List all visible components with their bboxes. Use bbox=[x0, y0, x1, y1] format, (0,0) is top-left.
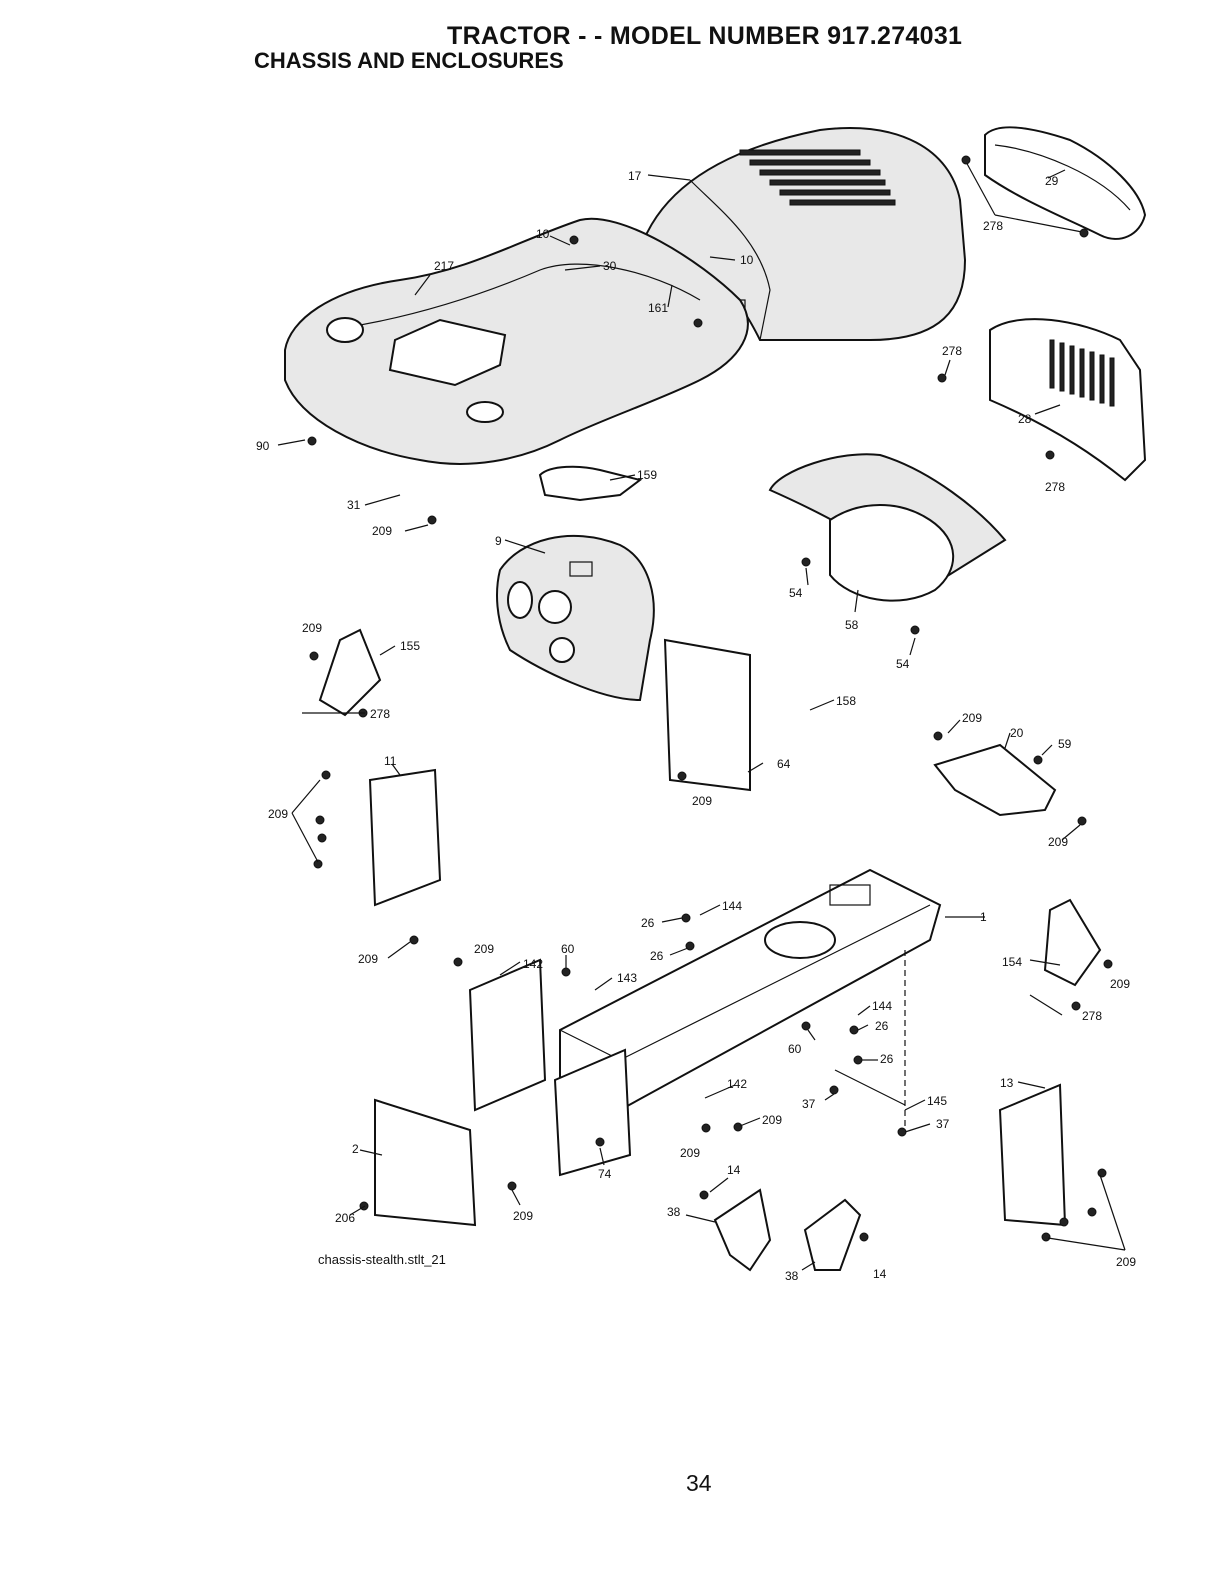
callout-26d: 26 bbox=[880, 1052, 894, 1066]
callout-209c: 209 bbox=[962, 711, 982, 725]
section-title: CHASSIS AND ENCLOSURES bbox=[254, 48, 564, 73]
callout-37b: 37 bbox=[936, 1117, 950, 1131]
callout-58: 58 bbox=[845, 618, 859, 632]
callout-209f: 209 bbox=[1048, 835, 1068, 849]
callout-90: 90 bbox=[256, 439, 270, 453]
callout-11: 11 bbox=[384, 754, 397, 768]
callout-142a: 142 bbox=[523, 957, 543, 971]
callout-1: 1 bbox=[980, 910, 987, 924]
callout-14a: 14 bbox=[727, 1163, 741, 1177]
callout-144a: 144 bbox=[722, 899, 742, 913]
plate-part-20 bbox=[933, 743, 1057, 817]
side-plate-part-142a bbox=[468, 958, 547, 1112]
callout-158: 158 bbox=[836, 694, 856, 708]
grille-part-29 bbox=[984, 126, 1147, 240]
callout-209j: 209 bbox=[762, 1113, 782, 1127]
callout-37a: 37 bbox=[802, 1097, 816, 1111]
callout-209l: 209 bbox=[513, 1209, 533, 1223]
page-title: TRACTOR - - MODEL NUMBER 917.274031 bbox=[447, 22, 963, 50]
callout-209a: 209 bbox=[372, 524, 392, 538]
callout-9: 9 bbox=[495, 534, 502, 548]
callout-209h: 209 bbox=[474, 942, 494, 956]
dash-panel-part-9 bbox=[496, 534, 655, 702]
bracket-part-155 bbox=[318, 628, 382, 717]
callout-14b: 14 bbox=[873, 1267, 887, 1281]
hood-part-17 bbox=[638, 127, 967, 341]
bracket-part-38b bbox=[803, 1198, 862, 1271]
plate-part-11 bbox=[368, 768, 442, 907]
callout-60a: 60 bbox=[561, 942, 575, 956]
cup-part-159 bbox=[538, 465, 643, 502]
callout-217: 217 bbox=[434, 259, 454, 273]
callout-38b: 38 bbox=[785, 1269, 799, 1283]
callout-26b: 26 bbox=[650, 949, 664, 963]
callout-144b: 144 bbox=[872, 999, 892, 1013]
callout-26c: 26 bbox=[875, 1019, 889, 1033]
bracket-part-64 bbox=[663, 638, 751, 792]
grille-part-28 bbox=[989, 318, 1147, 482]
callout-278b: 278 bbox=[942, 344, 962, 358]
callout-145: 145 bbox=[927, 1094, 947, 1108]
callout-30: 30 bbox=[603, 259, 617, 273]
callout-31: 31 bbox=[347, 498, 361, 512]
callout-74: 74 bbox=[598, 1167, 612, 1181]
callout-209k: 209 bbox=[680, 1146, 700, 1160]
page-number: 34 bbox=[686, 1470, 712, 1496]
callout-60b: 60 bbox=[788, 1042, 802, 1056]
callout-155: 155 bbox=[400, 639, 420, 653]
callout-209d: 209 bbox=[692, 794, 712, 808]
callout-54b: 54 bbox=[896, 657, 910, 671]
callout-209i: 209 bbox=[1110, 977, 1130, 991]
fender-part-30 bbox=[284, 217, 749, 465]
callout-64: 64 bbox=[777, 757, 791, 771]
callout-278a: 278 bbox=[983, 219, 1003, 233]
callout-209e: 209 bbox=[268, 807, 288, 821]
front-bracket-part-2 bbox=[374, 1098, 477, 1227]
callout-38a: 38 bbox=[667, 1205, 681, 1219]
callout-278d: 278 bbox=[370, 707, 390, 721]
callout-20: 20 bbox=[1010, 726, 1024, 740]
callout-154: 154 bbox=[1002, 955, 1022, 969]
figure-caption: chassis-stealth.stlt_21 bbox=[318, 1252, 446, 1267]
main-frame-part-1 bbox=[559, 868, 942, 1112]
callout-10b: 10 bbox=[740, 253, 754, 267]
callout-28: 28 bbox=[1018, 412, 1032, 426]
callout-206: 206 bbox=[335, 1211, 355, 1225]
bracket-part-38a bbox=[713, 1188, 772, 1272]
bracket-part-154 bbox=[1043, 898, 1102, 987]
callout-2: 2 bbox=[352, 1142, 359, 1156]
callout-161: 161 bbox=[648, 301, 668, 315]
callout-209g: 209 bbox=[358, 952, 378, 966]
seat-pan-part-58 bbox=[768, 453, 1007, 602]
callout-54a: 54 bbox=[789, 586, 803, 600]
callout-17: 17 bbox=[628, 169, 642, 183]
plate-part-13 bbox=[998, 1083, 1067, 1227]
callout-159: 159 bbox=[637, 468, 657, 482]
callout-59: 59 bbox=[1058, 737, 1072, 751]
callout-10a: 10 bbox=[536, 227, 550, 241]
leader-lines bbox=[277, 169, 1126, 1271]
callout-209m: 209 bbox=[1116, 1255, 1136, 1269]
callout-142b: 142 bbox=[727, 1077, 747, 1091]
callout-278c: 278 bbox=[1045, 480, 1065, 494]
callout-143: 143 bbox=[617, 971, 637, 985]
callout-13: 13 bbox=[1000, 1076, 1014, 1090]
callout-209b: 209 bbox=[302, 621, 322, 635]
callout-278e: 278 bbox=[1082, 1009, 1102, 1023]
callout-29: 29 bbox=[1045, 174, 1059, 188]
side-plate-part-142b bbox=[553, 1048, 632, 1177]
callout-26a: 26 bbox=[641, 916, 655, 930]
